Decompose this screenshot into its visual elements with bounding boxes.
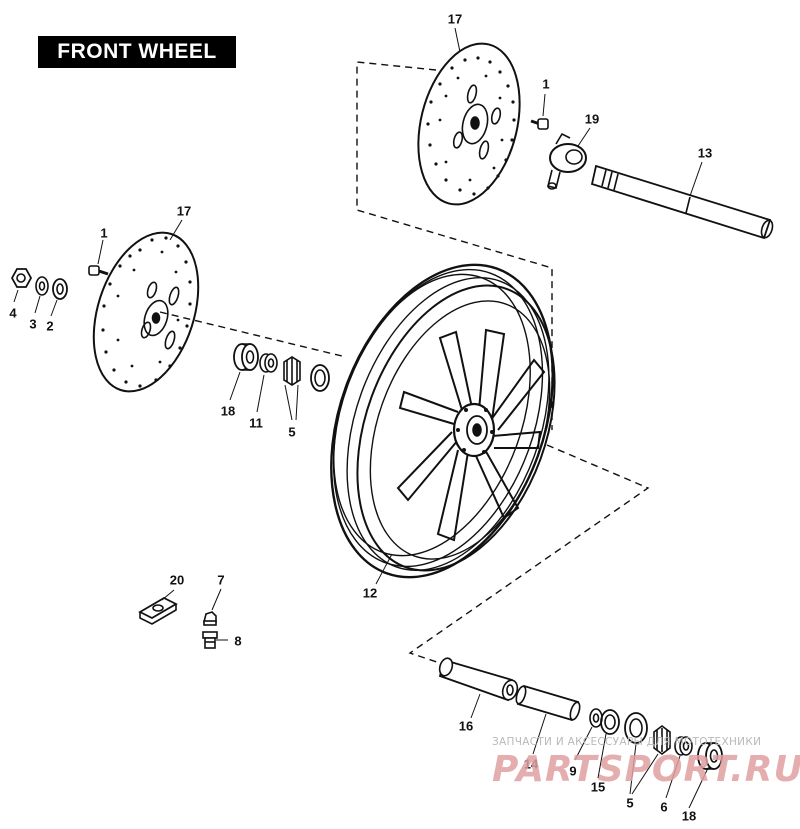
callout-9: 9 (569, 763, 577, 779)
spacer-washer (589, 708, 603, 728)
axle-spacer (438, 657, 519, 702)
speedometer-drive (547, 132, 587, 190)
callout-18-bottom: 18 (681, 808, 697, 824)
callout-5-mid: 5 (288, 424, 296, 440)
callout-18-mid: 18 (220, 403, 236, 419)
callout-5-bottom: 5 (626, 795, 634, 811)
callout-15: 15 (590, 779, 606, 795)
callout-19: 19 (584, 111, 600, 127)
bearing-cone-bottom (653, 725, 671, 755)
callout-11: 11 (249, 415, 263, 431)
callout-17-top: 17 (447, 11, 463, 27)
axle-nut (10, 268, 33, 288)
valve-stem-grommet (138, 596, 178, 625)
spacer-bottom (697, 742, 723, 770)
watermark-caption: ЗАПЧАСТИ И АКСЕССУАРЫ ДЛЯ МОТОТЕХНИКИ (492, 736, 762, 748)
diagram-title: FRONT WHEEL (38, 36, 236, 68)
wheel-seal (600, 709, 620, 735)
callout-1-top: 1 (542, 76, 550, 92)
watermark-logo: PARTSPORT.RU (492, 749, 800, 790)
disc-screw-top (530, 118, 549, 130)
callout-16: 16 (458, 718, 474, 734)
leader-lines (13, 27, 709, 809)
callout-8: 8 (234, 633, 242, 649)
bearing-cup-mid (310, 364, 330, 392)
flat-washer (52, 278, 68, 300)
valve-core (202, 631, 218, 649)
valve-cap (202, 611, 217, 626)
bearing-cone-mid (283, 356, 301, 386)
disc-screw-left (88, 265, 109, 276)
brake-disc-left (92, 231, 200, 393)
spacer-sleeve (515, 684, 581, 722)
callout-4: 4 (9, 305, 17, 321)
callout-13: 13 (697, 145, 713, 161)
callout-2: 2 (46, 318, 54, 334)
callout-3: 3 (29, 316, 37, 332)
callout-20: 20 (169, 572, 185, 588)
callout-17-left: 17 (176, 203, 192, 219)
callout-6: 6 (660, 799, 668, 815)
brake-disc-top (417, 42, 521, 206)
callout-1-left: 1 (100, 225, 108, 241)
callout-14: 14 (523, 756, 539, 772)
callout-12: 12 (362, 585, 378, 601)
spacer-mid (233, 343, 259, 371)
outer-seal (674, 736, 693, 756)
cast-wheel (330, 263, 556, 579)
callout-7: 7 (217, 572, 225, 588)
grease-seal (259, 353, 278, 373)
front-axle (590, 164, 774, 240)
bearing-cup-bottom (624, 712, 648, 744)
lock-washer (35, 276, 49, 296)
